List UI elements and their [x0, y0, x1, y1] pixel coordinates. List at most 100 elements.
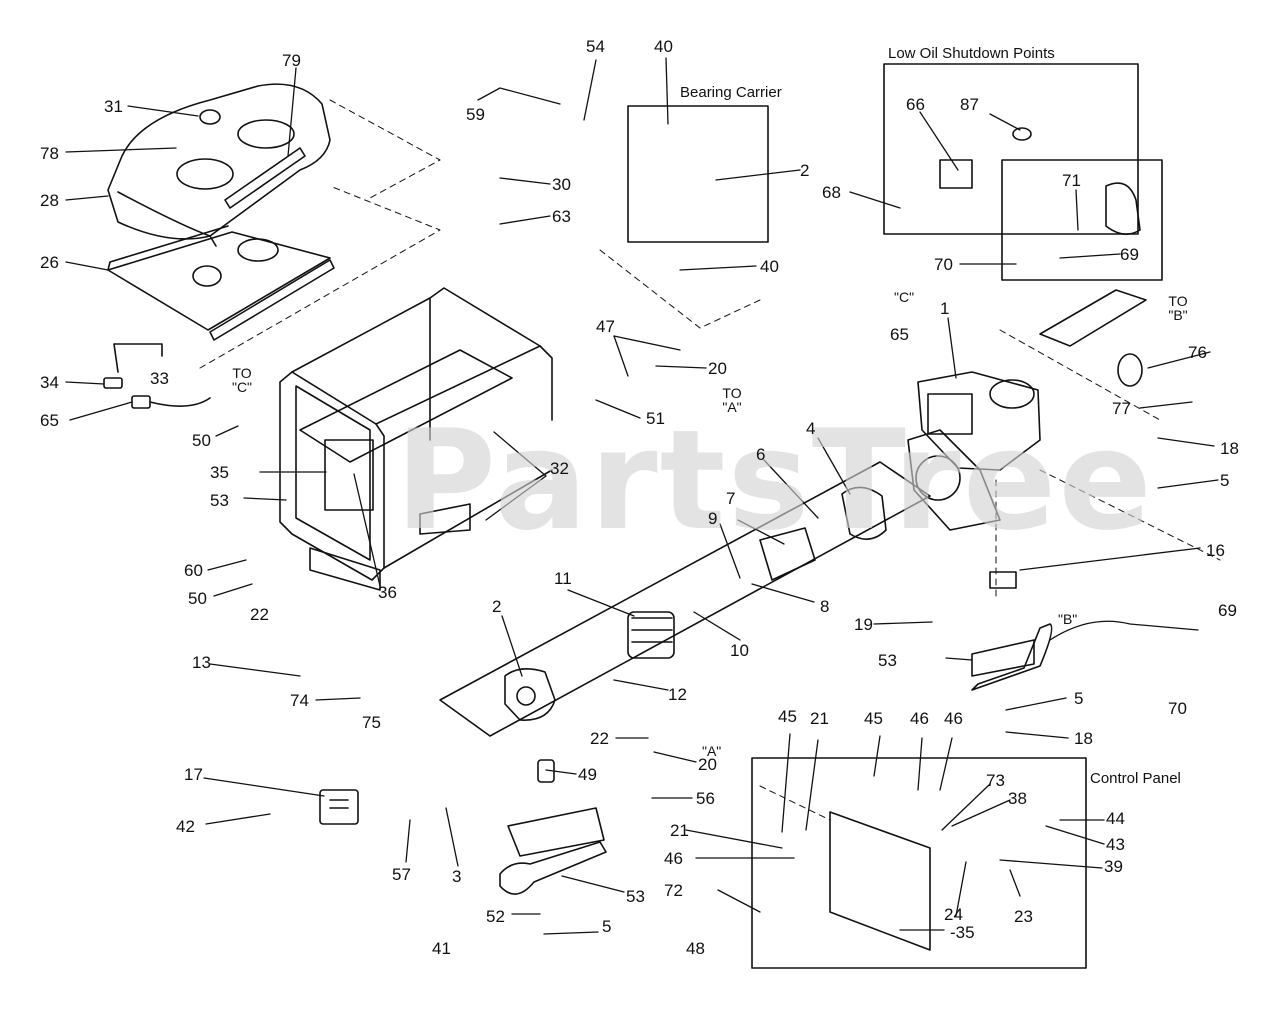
callout-c-upper: "C" — [894, 289, 915, 305]
callout-87: 87 — [960, 95, 979, 114]
callout-78: 78 — [40, 144, 59, 163]
callout-71: 71 — [1062, 171, 1081, 190]
callout-38: 38 — [1008, 789, 1027, 808]
callout-34: 34 — [40, 373, 59, 392]
callout-74: 74 — [290, 691, 309, 710]
frame-drawing — [279, 287, 553, 591]
callout-16: 16 — [1206, 541, 1225, 560]
callout-41: 41 — [432, 939, 451, 958]
callout-35: 35 — [210, 463, 229, 482]
callout-46: 46 — [910, 709, 929, 728]
callout-76: 76 — [1188, 343, 1207, 362]
callout-4: 4 — [806, 419, 816, 438]
assembly-guide-lines — [199, 99, 1221, 821]
callout-51: 51 — [646, 409, 665, 428]
callout-12: 12 — [668, 685, 687, 704]
callout-70-right: 70 — [1168, 699, 1187, 718]
callout-13: 13 — [192, 653, 211, 672]
inset-boxes — [627, 63, 1163, 969]
callout-20-upper: 20 — [708, 359, 727, 378]
caption-control-panel: Control Panel — [1090, 770, 1181, 787]
caption-low-oil-shutdown: Low Oil Shutdown Points — [888, 45, 1055, 62]
callout-49: 49 — [578, 765, 597, 784]
leader-lines — [65, 57, 1219, 935]
callout-23: 23 — [1014, 907, 1033, 926]
callout-8: 8 — [820, 597, 830, 616]
callout-2-lower: 2 — [492, 597, 502, 616]
callout-60: 60 — [184, 561, 203, 580]
callout-47: 47 — [596, 317, 615, 336]
callout-69-right: 69 — [1218, 601, 1237, 620]
callout-77: 77 — [1112, 399, 1131, 418]
callout-5-lower: 5 — [602, 917, 612, 936]
callout-31: 31 — [104, 97, 123, 116]
callout-50: 50 — [192, 431, 211, 450]
callout-1: 1 — [940, 299, 950, 318]
callout-46-b: 46 — [944, 709, 963, 728]
callout-to-b: TO "B" — [1168, 293, 1188, 323]
callout-65-upper: 65 — [890, 325, 909, 344]
base-drawing — [499, 571, 1053, 895]
callout-21-b: 21 — [670, 821, 689, 840]
callout-5-base: 5 — [1074, 689, 1084, 708]
callout-19: 19 — [854, 615, 873, 634]
callout-56: 56 — [696, 789, 715, 808]
callout-53: 53 — [210, 491, 229, 510]
callout-39: 39 — [1104, 857, 1123, 876]
callout-22-lower: 22 — [590, 729, 609, 748]
callout-45-b: 45 — [864, 709, 883, 728]
tank-support-drawing — [107, 225, 335, 341]
callout-42: 42 — [176, 817, 195, 836]
callout-2-upper: 2 — [800, 161, 810, 180]
callout-40: 40 — [654, 37, 673, 56]
callout-40-lower: 40 — [760, 257, 779, 276]
callout-22: 22 — [250, 605, 269, 624]
callout-a-lower: "A" — [702, 743, 722, 759]
callout-18-base: 18 — [1074, 729, 1093, 748]
callout-33: 33 — [150, 369, 169, 388]
callout-72: 72 — [664, 881, 683, 900]
callout-24: 24 — [944, 905, 963, 924]
callout-28: 28 — [40, 191, 59, 210]
callout-48: 48 — [686, 939, 705, 958]
callout-36: 36 — [378, 583, 397, 602]
callout-45: 45 — [778, 707, 797, 726]
callout-43: 43 — [1106, 835, 1125, 854]
callout-59: 59 — [466, 105, 485, 124]
fuel-cap-screws — [103, 343, 211, 409]
callout-52: 52 — [486, 907, 505, 926]
callout-54: 54 — [586, 37, 605, 56]
callout-79: 79 — [282, 51, 301, 70]
callout-17: 17 — [184, 765, 203, 784]
callout-66: 66 — [906, 95, 925, 114]
callout-35-panel: -35 — [950, 923, 975, 942]
callout-73: 73 — [986, 771, 1005, 790]
callout-65: 65 — [40, 411, 59, 430]
callout-32: 32 — [550, 459, 569, 478]
callout-18: 18 — [1220, 439, 1239, 458]
callout-to-c: TO "C" — [231, 365, 253, 395]
callout-68: 68 — [822, 183, 841, 202]
callout-7: 7 — [726, 489, 736, 508]
callout-10: 10 — [730, 641, 749, 660]
callout-75: 75 — [362, 713, 381, 732]
callout-46-c: 46 — [664, 849, 683, 868]
callout-6: 6 — [756, 445, 766, 464]
callout-21: 21 — [810, 709, 829, 728]
callout-11: 11 — [554, 569, 572, 588]
callout-26: 26 — [40, 253, 59, 272]
callout-63: 63 — [552, 207, 571, 226]
callout-70: 70 — [934, 255, 953, 274]
callout-44: 44 — [1106, 809, 1125, 828]
callout-69: 69 — [1120, 245, 1139, 264]
callout-53-right: 53 — [878, 651, 897, 670]
callout-3: 3 — [452, 867, 462, 886]
callout-30: 30 — [552, 175, 571, 194]
callout-5-right: 5 — [1220, 471, 1230, 490]
callout-b: "B" — [1058, 611, 1078, 627]
caption-bearing-carrier: Bearing Carrier — [680, 84, 782, 101]
callout-50-lower: 50 — [188, 589, 207, 608]
alternator-drawing — [319, 371, 1041, 825]
